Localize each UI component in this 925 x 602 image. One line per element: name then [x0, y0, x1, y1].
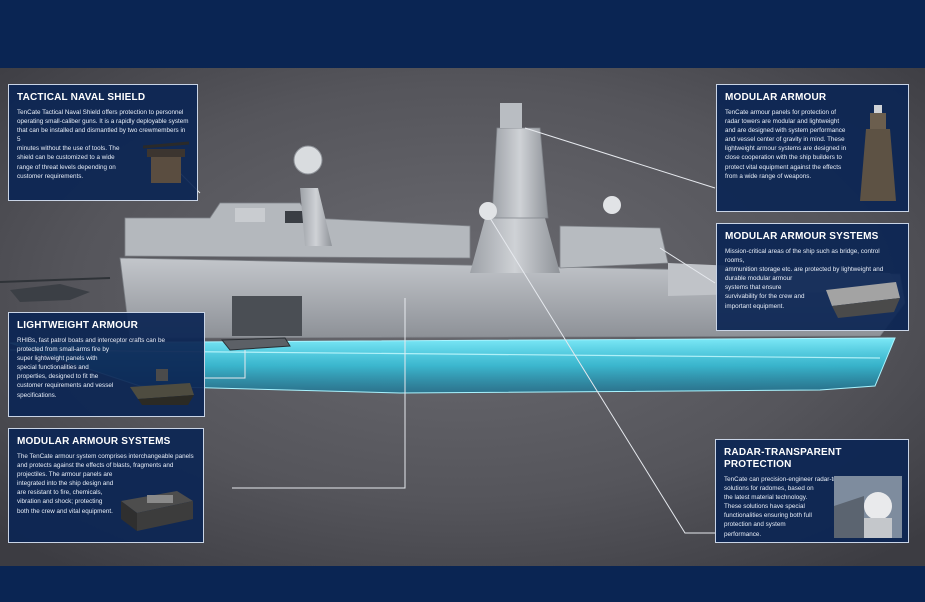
armour-panel-image	[826, 282, 900, 318]
radome-aft	[293, 145, 323, 175]
panel-title: RADAR-TRANSPARENT PROTECTION	[724, 447, 842, 470]
leader-radar	[489, 217, 715, 534]
panel-title: MODULAR ARMOUR SYSTEMS	[17, 436, 171, 447]
leader-modular-systems-left	[232, 298, 406, 489]
panel-modular-armour-systems-right: MODULAR ARMOUR SYSTEMS Mission-critical …	[716, 223, 909, 331]
panel-modular-armour: MODULAR ARMOUR TenCate armour panels for…	[716, 84, 909, 212]
panel-title: MODULAR ARMOUR SYSTEMS	[725, 231, 879, 242]
panel-text: TenCate armour panels for protection of …	[725, 109, 847, 180]
panel-title: LIGHTWEIGHT ARMOUR	[17, 320, 138, 331]
radome-main	[479, 202, 497, 220]
leader-lines	[164, 127, 716, 534]
panel-modular-armour-systems-left: MODULAR ARMOUR SYSTEMS The TenCate armou…	[8, 428, 204, 543]
bottom-banner	[0, 566, 925, 602]
superstructure-aft	[124, 202, 471, 259]
radome-image	[834, 476, 902, 538]
panel-text: Mission-critical areas of the ship such …	[725, 248, 884, 310]
main-mast	[491, 127, 549, 219]
bridge	[559, 225, 669, 269]
mast-top	[500, 103, 522, 128]
panel-text: The TenCate armour system comprises inte…	[17, 453, 194, 515]
top-banner	[0, 0, 925, 68]
rhib-boat	[220, 337, 291, 351]
panel-text: RHIBs, fast patrol boats and interceptor…	[17, 337, 166, 399]
hangar-opening	[232, 296, 302, 336]
leader-lightweight	[205, 350, 246, 379]
panel-title: MODULAR ARMOUR	[725, 92, 827, 103]
radar-tower-image	[860, 105, 896, 201]
deck-block-1	[235, 208, 265, 222]
helicopter-rotor	[0, 277, 111, 283]
leader-modular-systems-right	[659, 247, 716, 284]
panel-lightweight-armour: LIGHTWEIGHT ARMOUR RHIBs, fast patrol bo…	[8, 312, 205, 417]
panel-text: TenCate can precision-engineer radar-tra…	[724, 476, 893, 538]
helicopter	[10, 284, 90, 302]
panel-radar-transparent-protection: RADAR-TRANSPARENT PROTECTION TenCate can…	[715, 439, 909, 543]
patrol-boat-image	[130, 369, 194, 405]
mast-aft	[300, 188, 332, 246]
naval-shield-image	[143, 141, 189, 183]
radome-fore	[603, 196, 621, 214]
main-tower	[470, 218, 560, 273]
armour-module-image	[121, 491, 193, 531]
leader-modular-armour	[524, 127, 716, 189]
panel-text: TenCate Tactical Naval Shield offers pro…	[17, 109, 189, 180]
panel-tactical-naval-shield: TACTICAL NAVAL SHIELD TenCate Tactical N…	[8, 84, 198, 201]
panel-title: TACTICAL NAVAL SHIELD	[17, 92, 146, 103]
